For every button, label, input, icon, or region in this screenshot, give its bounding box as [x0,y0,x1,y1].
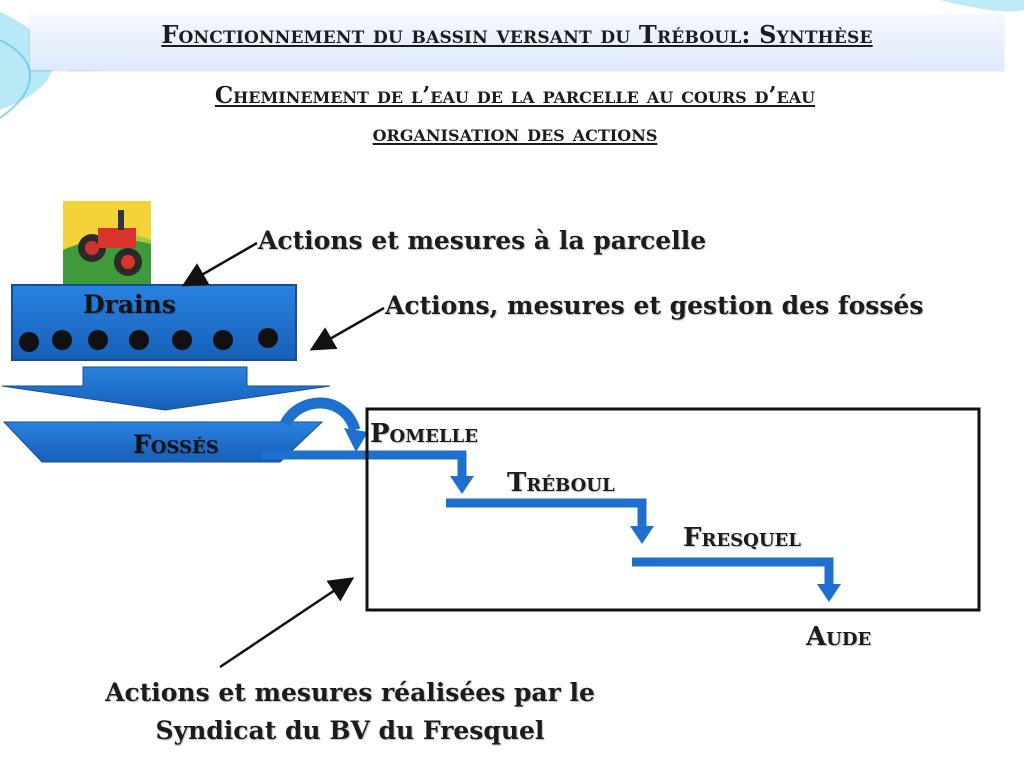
node-fresquel: Fresquel [683,523,801,553]
node-fosses: Fossés [133,430,219,459]
slide-title: Fonctionnement du bassin versant du Tréb… [161,20,873,49]
pointer-arrow-syndicat [219,577,355,669]
fosses-shape [2,421,324,463]
label-parcelle: Actions et mesures à la parcelle [258,226,707,255]
subtitle-line2: organisation des actions [372,120,658,147]
tractor-picture [63,201,151,284]
stream-frame [365,407,981,612]
label-syndicat-line1: Actions et mesures réalisées par le [105,678,595,707]
node-drains: Drains [83,290,176,319]
step-arrow-fresquel [632,557,834,586]
step-arrow-treboul [446,498,647,528]
drain-holes [19,328,278,352]
pointer-arrow-fosses [309,306,385,351]
drains-down-arrow [1,366,331,411]
label-syndicat-line2: Syndicat du BV du Fresquel [155,716,545,745]
outflow-channel [262,450,467,478]
subtitle-line1: Cheminement de l’eau de la parcelle au c… [214,82,816,109]
title-bar [30,14,1004,70]
node-pomelle: Pomelle [370,419,478,449]
node-treboul: Tréboul [507,468,615,498]
label-fosses-actions: Actions, mesures et gestion des fossés [385,291,924,320]
curved-arrow [280,397,361,432]
pointer-arrow-parcelle [181,241,258,287]
node-aude: Aude [806,622,872,652]
